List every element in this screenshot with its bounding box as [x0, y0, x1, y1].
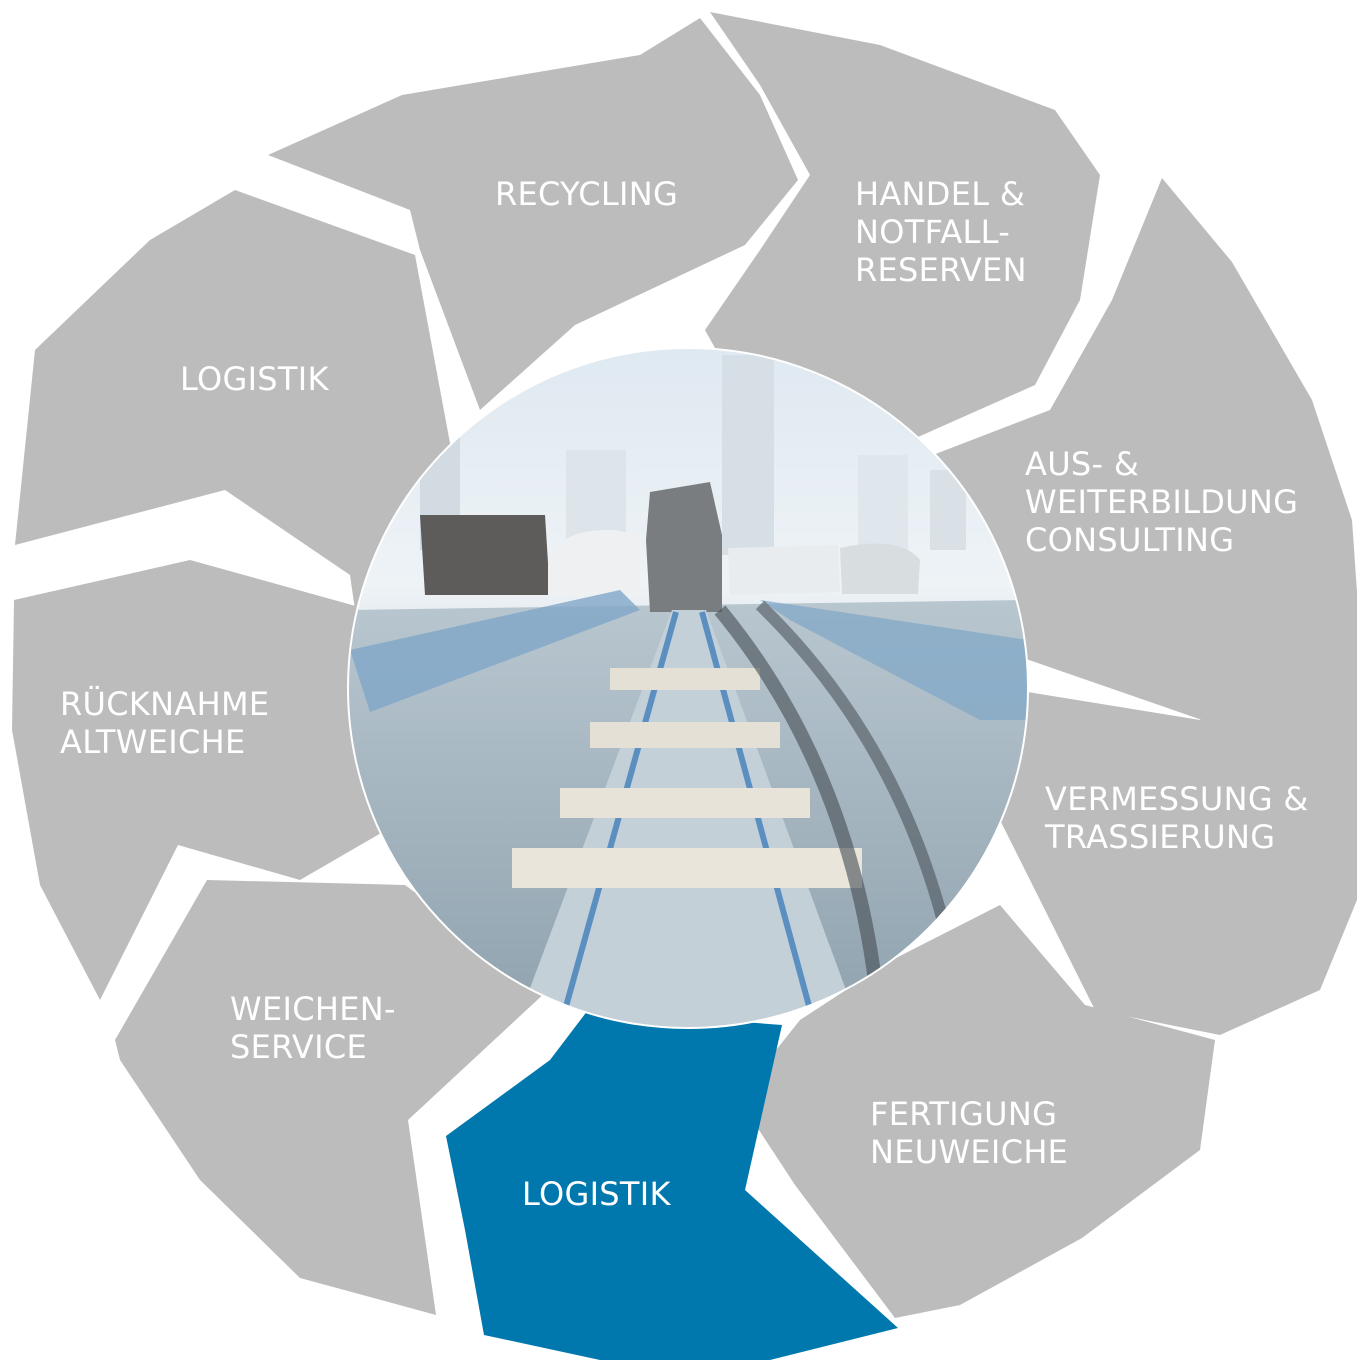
segment-shape[interactable]	[738, 905, 1215, 1318]
segment-label-line: NOTFALL-	[855, 213, 1010, 251]
center-photo	[348, 348, 1028, 1028]
segment-label: RECYCLING	[495, 175, 678, 213]
segment-shape[interactable]	[925, 178, 1357, 720]
segment-label: LOGISTIK	[522, 1175, 672, 1213]
center-photo-border	[347, 347, 1029, 1029]
segment-label: WEICHEN-SERVICE	[230, 990, 396, 1066]
segment-shape[interactable]	[115, 880, 548, 1315]
segment-label-line: RECYCLING	[495, 175, 678, 213]
segment-shape[interactable]	[446, 1010, 898, 1360]
segment-shape[interactable]	[268, 18, 798, 410]
segment-label-line: ALTWEICHE	[60, 723, 245, 761]
segment-shape[interactable]	[15, 190, 455, 610]
segment-label-line: FERTIGUNG	[870, 1095, 1057, 1133]
segment-label-line: LOGISTIK	[522, 1175, 672, 1213]
segment-shape[interactable]	[705, 12, 1100, 465]
segment-label-line: VERMESSUNG &	[1045, 780, 1309, 818]
segment-vermessung[interactable]: VERMESSUNG &TRASSIERUNG	[1000, 590, 1357, 1035]
segment-label: HANDEL &NOTFALL-RESERVEN	[855, 175, 1027, 289]
segment-label: VERMESSUNG &TRASSIERUNG	[1044, 780, 1309, 856]
segment-label-line: NEUWEICHE	[870, 1133, 1068, 1171]
segment-shape[interactable]	[12, 560, 395, 1000]
segment-shape[interactable]	[1000, 590, 1357, 1035]
segment-label-line: WEICHEN-	[230, 990, 396, 1028]
segment-label-line: RÜCKNAHME	[60, 685, 269, 723]
segment-label: LOGISTIK	[180, 360, 330, 398]
segment-label-line: CONSULTING	[1025, 521, 1234, 559]
segment-label-line: TRASSIERUNG	[1044, 818, 1275, 856]
segment-handel[interactable]: HANDEL &NOTFALL-RESERVEN	[705, 12, 1100, 465]
segment-label-line: AUS- &	[1025, 445, 1139, 483]
segment-recycling[interactable]: RECYCLING	[268, 18, 798, 410]
segment-label-line: SERVICE	[230, 1028, 367, 1066]
segment-label-line: LOGISTIK	[180, 360, 330, 398]
segment-label-line: RESERVEN	[855, 251, 1027, 289]
segment-logistik-top[interactable]: LOGISTIK	[15, 190, 455, 610]
segment-label-line: WEITERBILDUNG	[1025, 483, 1298, 521]
segment-logistik-bottom[interactable]: LOGISTIK	[446, 1010, 898, 1360]
segment-label-line: HANDEL &	[855, 175, 1025, 213]
segment-weichenservice[interactable]: WEICHEN-SERVICE	[115, 880, 548, 1315]
